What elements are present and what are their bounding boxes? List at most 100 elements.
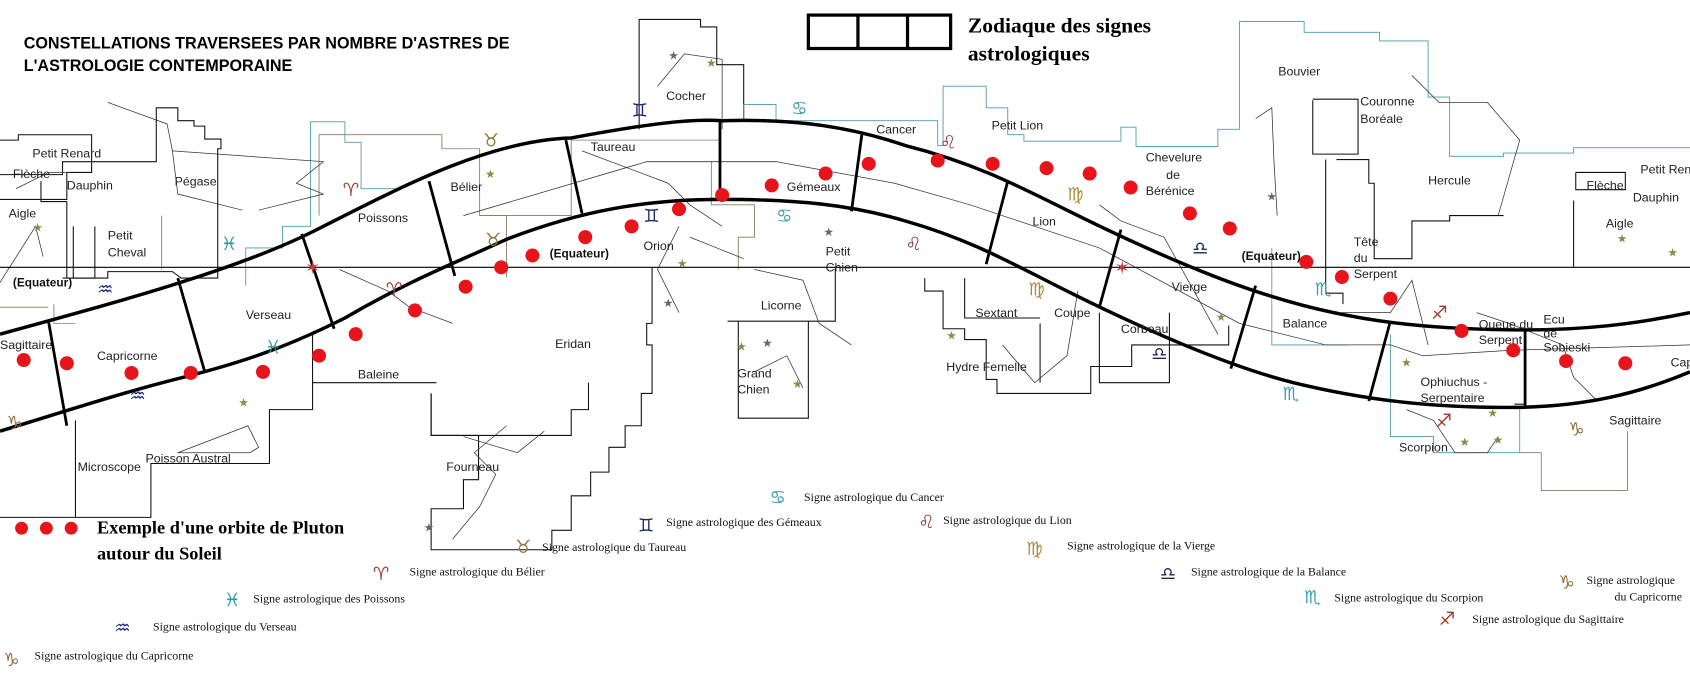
zodiac-sign-icon: ♌ (940, 133, 956, 154)
star-icon: ★ (238, 395, 249, 409)
zodiac-sign-icon: ♊ (632, 100, 648, 121)
star-icon: ★ (1493, 433, 1504, 447)
constellation-label: Bérénice (1146, 184, 1195, 198)
pluto-position-dot (1383, 291, 1398, 306)
star-icon: ★ (1487, 406, 1498, 420)
pluto-position-dot (764, 178, 779, 193)
pluto-dot-icon (64, 521, 78, 535)
legend-sign-icon: ♈ (373, 564, 389, 585)
equator-label: (Equateur) (1242, 249, 1301, 263)
pluto-position-dot (1082, 166, 1097, 181)
star-icon: ★ (485, 167, 496, 181)
legend-sign-label: Signe astrologique du Scorpion (1334, 590, 1483, 604)
legend-sign-label: Signe astrologique du Capricorne (34, 649, 193, 663)
zodiac-sign-icon: ♍ (1028, 279, 1044, 300)
star-icon: ★ (736, 339, 747, 353)
constellation-label: Poisson Austral (146, 451, 231, 465)
pluto-dot-icon (39, 521, 53, 535)
stars: ★★★★★★★★★★★★★★★★★★★★★ (32, 48, 1678, 534)
legend-sign-label: Signe astrologique du Sagittaire (1472, 612, 1624, 626)
constellation-figures (0, 53, 1690, 540)
legend-sign-icon: ♌ (918, 512, 934, 533)
star-icon: ★ (677, 256, 688, 270)
legend-sign-label: Signe astrologique du Bélier (410, 565, 545, 579)
pluto-position-dot (312, 348, 327, 363)
constellation-label: Capricorne (97, 349, 158, 363)
pluto-position-dot (930, 153, 945, 168)
pluto-position-dot (183, 365, 198, 380)
legend-sign-icon: ♍ (1026, 539, 1042, 560)
pluto-position-dot (578, 230, 593, 245)
star-icon: ★ (1216, 310, 1227, 324)
constellation-label: Hercule (1428, 173, 1471, 187)
equator-label: (Equateur) (550, 247, 609, 261)
pluto-position-dot (494, 260, 509, 275)
legend-sign-label: du Capricorne (1615, 589, 1682, 603)
zodiac-sign-icon: ♋ (791, 98, 807, 119)
pluto-position-dot (1222, 221, 1237, 236)
constellation-label: Grand (737, 366, 772, 380)
legend-sign-icon: ♎ (1160, 564, 1176, 585)
constellation-label: Taureau (591, 140, 636, 154)
pluto-dot-icon (15, 521, 29, 535)
legend-sign-label: Signe astrologique du Cancer (804, 490, 944, 504)
pluto-position-dot (525, 248, 540, 263)
constellation-label: Bélier (451, 180, 483, 194)
legend-sign-icon: ♒ (114, 618, 130, 639)
zodiac-sign-icon: ♐ (1436, 411, 1452, 432)
constellation-label: Queue du (1479, 318, 1533, 332)
page-title-line1: CONSTELLATIONS TRAVERSEES PAR NOMBRE D'A… (24, 35, 510, 53)
zodiac-sign-icon: ♍ (1067, 184, 1083, 205)
legend-sign-label: Signe astrologique du Taureau (542, 540, 686, 554)
zodiac-sign-icon: ♑ (6, 413, 22, 434)
pluto-position-dot (255, 364, 270, 379)
constellation-label: Baleine (358, 367, 399, 381)
pluto-position-dot (715, 188, 730, 203)
constellation-label: Vierge (1172, 280, 1208, 294)
constellation-label: Chien (737, 382, 769, 396)
zodiac-sign-icon: ♌ (905, 234, 921, 255)
legend-sign-icon: ♑ (1559, 573, 1575, 594)
pluto-position-dot (1299, 254, 1314, 269)
zodiac-legend-title-line1: Zodiaque des signes (968, 13, 1151, 37)
pluto-position-dot (1039, 161, 1054, 176)
legend-sign-label: Signe astrologique du Verseau (153, 620, 297, 634)
pluto-position-dot (1506, 343, 1521, 358)
constellation-label: Cancer (876, 123, 916, 137)
constellation-label: Boréale (1360, 112, 1403, 126)
constellation-label: Dauphin (67, 179, 113, 193)
constellation-label: Sagittaire (0, 338, 52, 352)
star-icon: ★ (668, 48, 679, 62)
constellation-label: Cocher (666, 89, 706, 103)
equinox-star-icon: ✶ (305, 258, 320, 279)
sign-legend: ♋Signe astrologique du Cancer♊Signe astr… (3, 487, 1682, 671)
constellation-label: Chevelure (1146, 151, 1203, 165)
pluto-position-dot (1454, 323, 1469, 338)
legend-sign-label: Signe astrologique des Poissons (253, 592, 405, 606)
legend-sign-label: Signe astrologique (1587, 573, 1675, 587)
pluto-legend: Exemple d'une orbite de Pluton autour du… (15, 518, 344, 563)
pluto-position-dot (1618, 356, 1633, 371)
legend-sign-icon: ♑ (3, 650, 19, 671)
pluto-position-dot (1559, 354, 1574, 369)
pluto-legend-line2: autour du Soleil (97, 543, 222, 563)
constellation-label: Ophiuchus - (1421, 375, 1488, 389)
constellation-label: Pégase (175, 174, 217, 188)
legend-sign-label: Signe astrologique de la Balance (1191, 565, 1346, 579)
legend-sign-label: Signe astrologique de la Vierge (1067, 539, 1215, 553)
constellation-label: Balance (1283, 317, 1328, 331)
constellation-label: Petit Lion (992, 118, 1044, 132)
constellation-label: Serpent (1479, 333, 1523, 347)
legend-sign-label: Signe astrologique du Lion (943, 513, 1072, 527)
constellation-label: Corbeau (1121, 322, 1169, 336)
constellation-label: Aigle (9, 207, 37, 221)
pluto-position-dot (1123, 180, 1138, 195)
star-icon: ★ (1266, 189, 1277, 203)
constellation-label: Verseau (246, 308, 292, 322)
constellation-label: Poissons (358, 211, 408, 225)
zodiac-sign-icon: ♐ (1431, 303, 1447, 324)
constellation-label: Fourneau (446, 460, 499, 474)
constellation-label: Cheval (108, 246, 147, 260)
